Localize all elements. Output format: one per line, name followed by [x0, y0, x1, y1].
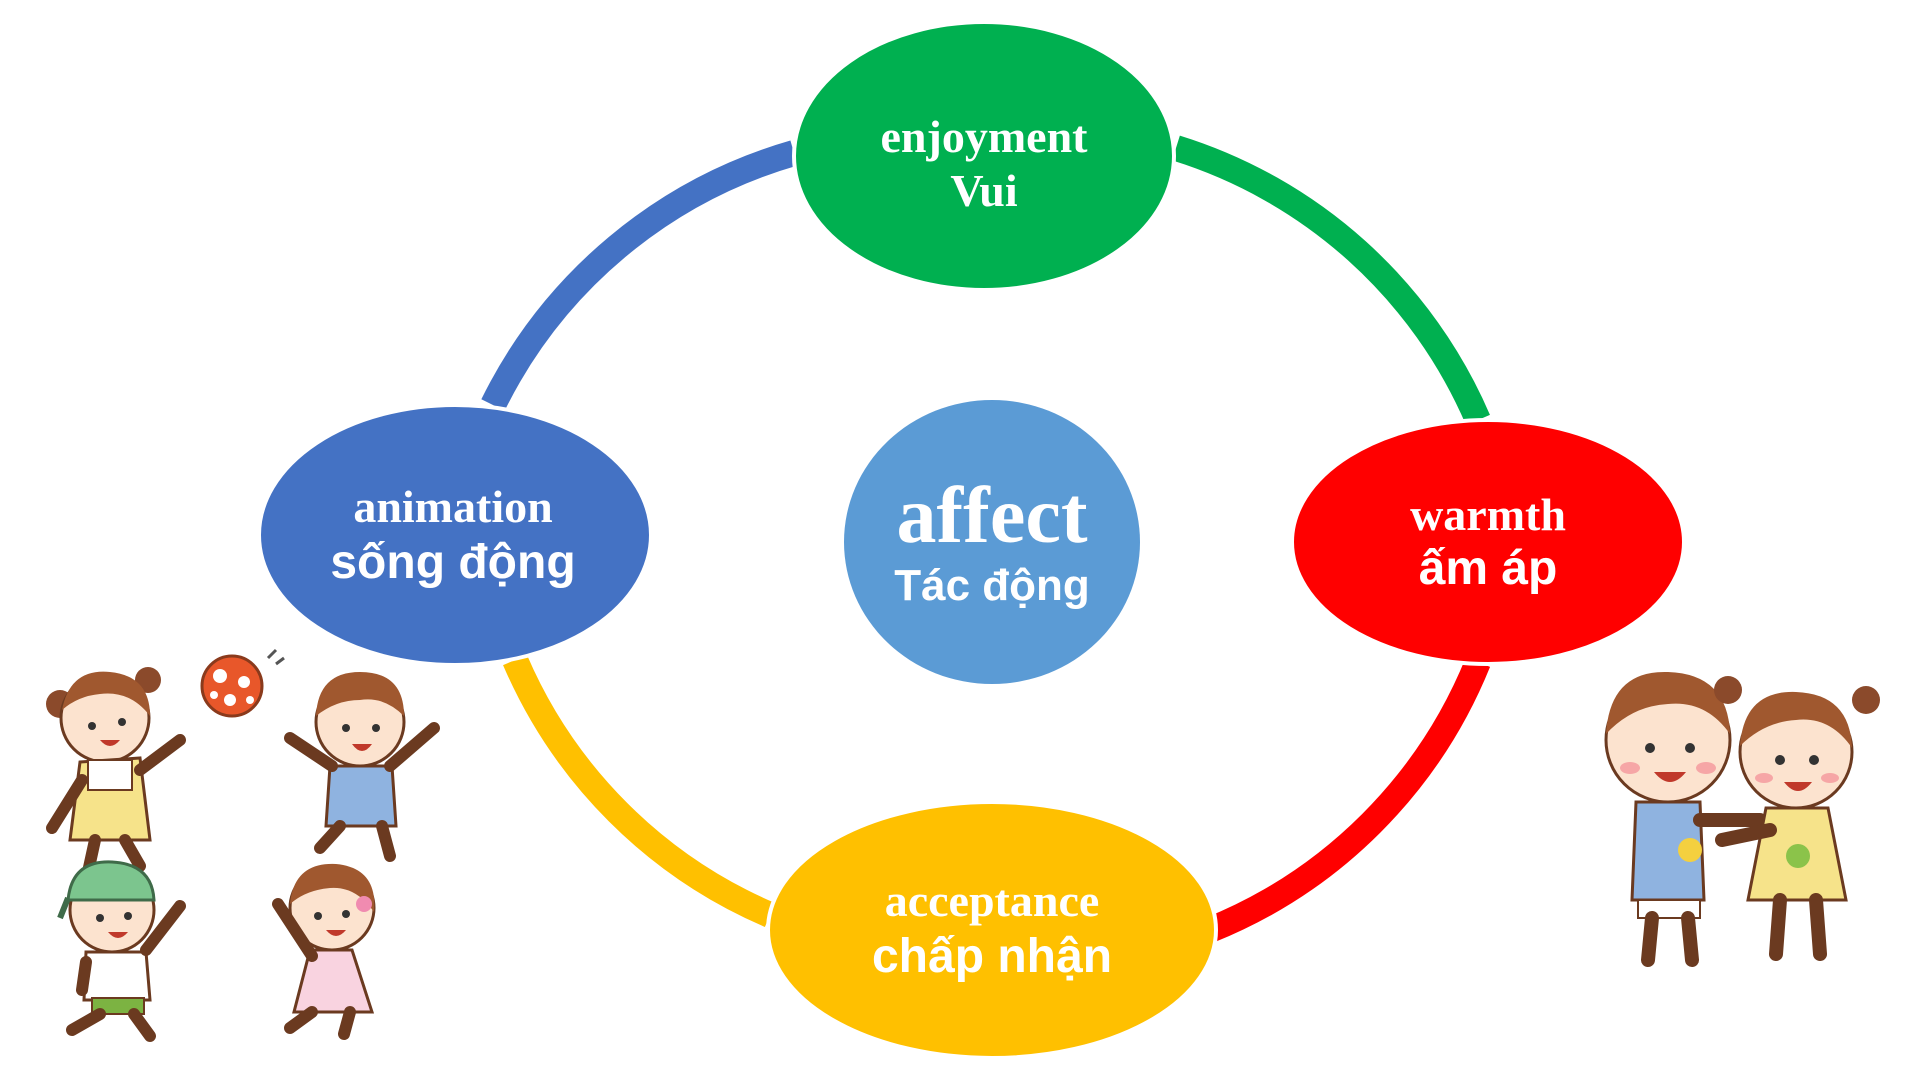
node-animation-label-vi: sống động [330, 536, 575, 589]
children-playing-ball-illustration [25, 648, 445, 1075]
center-node-affect: affect Tác động [844, 400, 1140, 684]
ring-arc-yellow [503, 654, 776, 927]
girl-pink-dress-figure [272, 863, 376, 1040]
boy-figure [284, 672, 440, 862]
ring-arc-red [1205, 657, 1491, 943]
boy-with-cap-figure [57, 860, 186, 1042]
ball-icon [200, 648, 285, 718]
node-animation: animation sống động [257, 403, 653, 667]
node-animation-label-en: animation [353, 481, 552, 532]
node-animation-shape [257, 403, 653, 667]
ring-arc-blue [481, 140, 798, 411]
hugging-boy-figure [1604, 671, 1767, 967]
node-acceptance-shape [766, 800, 1218, 1060]
ring-arc-green [1172, 135, 1490, 426]
center-node-shape [844, 400, 1140, 684]
node-warmth-label-en: warmth [1410, 489, 1566, 540]
center-label-en: affect [897, 472, 1088, 560]
node-acceptance-label-en: acceptance [885, 875, 1100, 926]
node-warmth: warmth ấm áp [1290, 418, 1686, 666]
node-warmth-shape [1290, 418, 1686, 666]
node-enjoyment-label-en: enjoyment [881, 111, 1089, 162]
node-warmth-label-vi: ấm áp [1419, 542, 1558, 595]
node-acceptance-label-vi: chấp nhận [872, 930, 1112, 983]
center-label-vi: Tác động [894, 561, 1090, 610]
two-children-hugging-illustration [1580, 640, 1910, 1060]
node-enjoyment-shape [792, 20, 1176, 292]
node-enjoyment-label-vi: Vui [950, 165, 1018, 216]
girl-figure [46, 667, 186, 878]
node-acceptance: acceptance chấp nhận [766, 800, 1218, 1060]
node-enjoyment: enjoyment Vui [792, 20, 1176, 292]
hugging-girl-figure [1714, 676, 1880, 961]
